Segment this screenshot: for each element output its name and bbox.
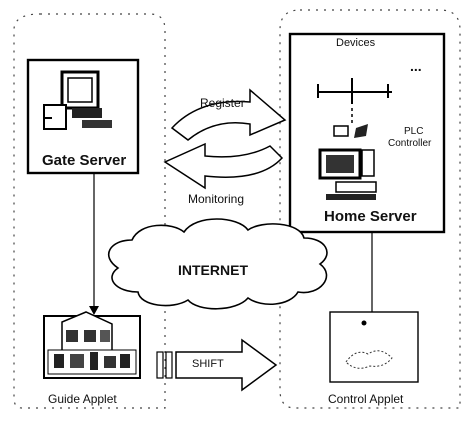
internet-cloud <box>107 218 328 310</box>
applet-panel-icon <box>329 311 419 383</box>
client-region-outline <box>13 13 166 409</box>
gate-to-guide-arrowhead <box>89 306 99 315</box>
plc-controller-label-1: PLC <box>404 126 424 137</box>
computer-icon <box>43 70 112 130</box>
monitoring-arrow <box>163 142 284 190</box>
control-applet-label: Control Applet <box>328 392 404 406</box>
internet-label: INTERNET <box>178 262 248 278</box>
shift-arrow <box>156 338 278 392</box>
register-arrow <box>170 88 287 141</box>
computer-icon <box>318 148 377 200</box>
monitoring-label: Monitoring <box>188 192 245 206</box>
guide-applet-label: Guide Applet <box>48 392 117 406</box>
register-label: Register <box>200 96 245 110</box>
more-devices-ellipsis: ... <box>410 58 422 74</box>
house-icon <box>43 311 141 379</box>
home-server-title: Home Server <box>324 208 417 225</box>
devices-label: Devices <box>336 37 376 49</box>
plc-device-icon <box>333 124 368 138</box>
shift-label: SHIFT <box>192 358 224 370</box>
plc-controller-label-2: Controller <box>388 138 432 149</box>
device-bus <box>317 78 392 124</box>
gate-server-title: Gate Server <box>42 152 127 169</box>
